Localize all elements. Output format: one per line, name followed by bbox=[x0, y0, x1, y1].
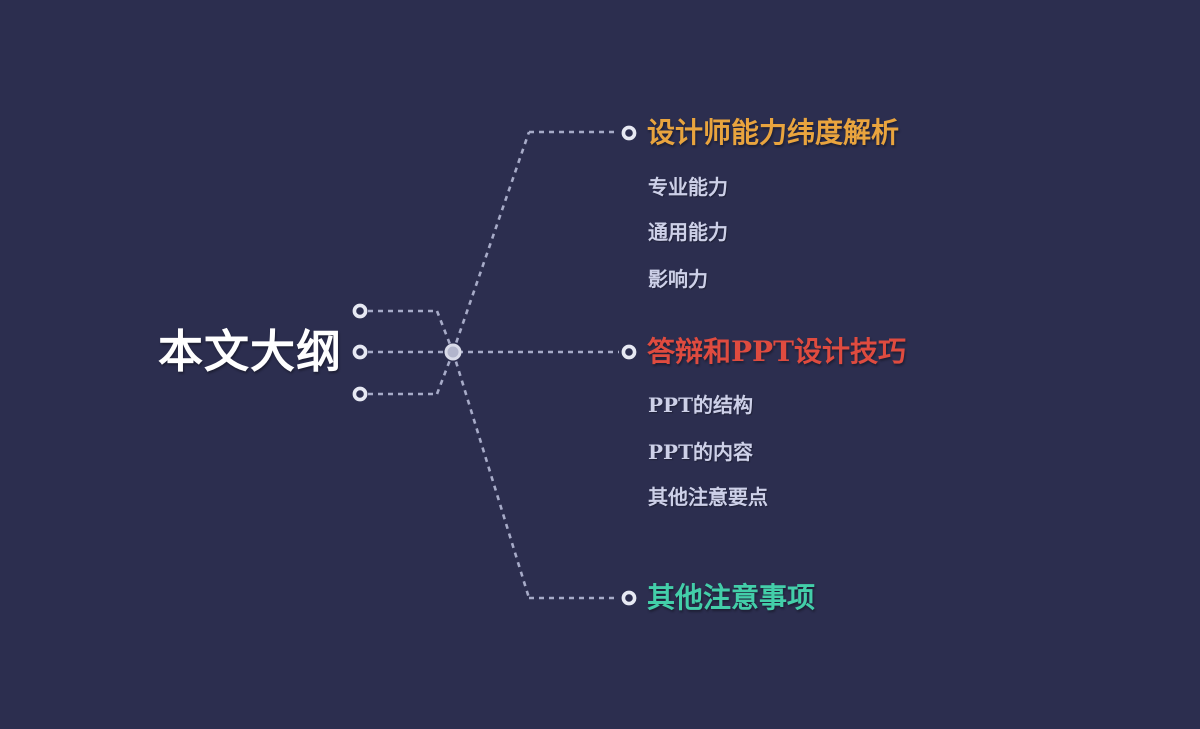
branch-title-ppt-skills: 答辩和PPT设计技巧 bbox=[647, 335, 906, 368]
sub-item: 通用能力 bbox=[648, 220, 728, 244]
hub-node-icon bbox=[444, 343, 462, 361]
ring-bullet-icon bbox=[621, 125, 637, 141]
root-node-title: 本文大纲 bbox=[158, 325, 343, 378]
ring-bullet-icon bbox=[352, 386, 368, 402]
branch-title-design-ability: 设计师能力纬度解析 bbox=[647, 116, 900, 149]
sub-item: 影响力 bbox=[648, 267, 708, 291]
connector-left-top-diagonal bbox=[435, 310, 455, 353]
ring-bullet-icon bbox=[621, 590, 637, 606]
sub-item: PPT的内容 bbox=[648, 440, 753, 464]
sub-item: 专业能力 bbox=[648, 175, 728, 199]
connector-branch3-diagonal bbox=[451, 351, 531, 599]
connector-left-bottom-diagonal bbox=[435, 351, 455, 395]
sub-item: PPT的结构 bbox=[648, 393, 753, 417]
ring-bullet-icon bbox=[352, 344, 368, 360]
connector-branch1-diagonal bbox=[451, 131, 531, 353]
sub-item: 其他注意要点 bbox=[648, 485, 768, 509]
branch-title-other-notes: 其他注意事项 bbox=[647, 581, 816, 614]
ring-bullet-icon bbox=[352, 303, 368, 319]
ring-bullet-icon bbox=[621, 344, 637, 360]
